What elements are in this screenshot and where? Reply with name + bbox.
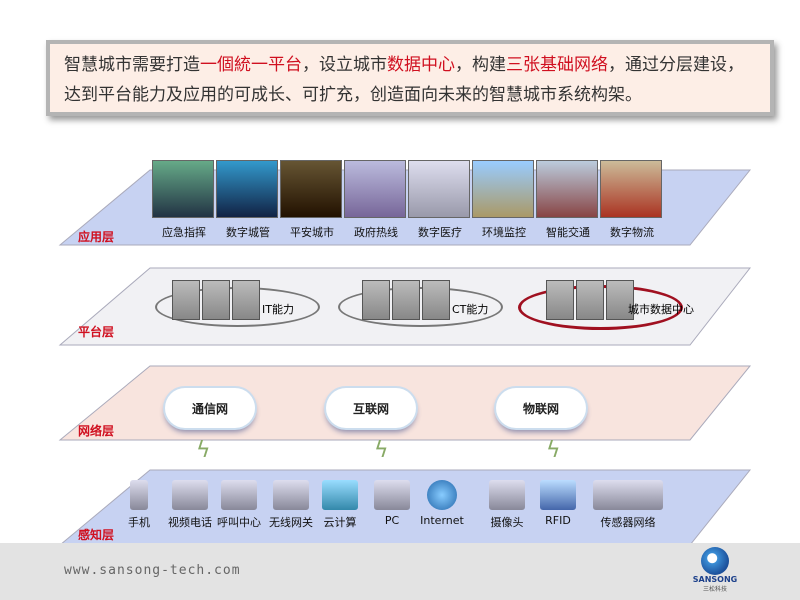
environment-photo [472, 160, 534, 218]
lightning-icon: ϟ [546, 438, 561, 463]
server-icon [362, 280, 452, 324]
application-items: 应急指挥 数字城管 平安城市 政府热线 数字医疗 环境监控 智能交通 数字物流 [152, 160, 664, 240]
intro-text: 智慧城市需要打造 [64, 55, 200, 75]
logistics-photo [600, 160, 662, 218]
device-label: 摄像头 [490, 516, 524, 529]
device-item[interactable]: RFID [526, 480, 590, 527]
app-item-label: 平安城市 [290, 226, 334, 239]
sansong-logo: SANSONG 三松科技 [690, 547, 740, 593]
app-item[interactable]: 数字医疗 [408, 160, 472, 240]
perception-layer-label: 感知层 [78, 528, 115, 542]
server-icon [546, 280, 636, 324]
app-item-label: 数字城管 [226, 226, 270, 239]
wireless-gateway-icon [273, 480, 309, 510]
video-phone-icon [172, 480, 208, 510]
device-label: 传感器网络 [600, 516, 656, 529]
medical-photo [408, 160, 470, 218]
ct-capability-label[interactable]: CT能力 [452, 303, 489, 316]
device-label: RFID [545, 514, 571, 527]
app-item[interactable]: 智能交通 [536, 160, 600, 240]
footer-bar [0, 543, 800, 600]
ct-capability-ring [338, 287, 503, 327]
highlight-unified-platform: 一個統一平台 [200, 55, 302, 75]
it-capability-label[interactable]: IT能力 [262, 303, 294, 316]
app-item[interactable]: 应急指挥 [152, 160, 216, 240]
logo-text: SANSONG [692, 575, 738, 584]
lightning-icon: ϟ [196, 438, 211, 463]
application-layer-label: 应用层 [78, 230, 115, 244]
platform-layer-label: 平台层 [78, 325, 115, 339]
camera-icon [489, 480, 525, 510]
highlight-three-networks: 三张基础网络 [506, 55, 608, 75]
intro-banner: 智慧城市需要打造一個統一平台，设立城市数据中心，构建三张基础网络，通过分层建设，… [46, 40, 774, 116]
rfid-icon [540, 480, 576, 510]
device-label: 无线网关 [269, 516, 313, 529]
safe-city-photo [280, 160, 342, 218]
app-item-label: 数字医疗 [418, 226, 462, 239]
app-item[interactable]: 数字城管 [216, 160, 280, 240]
network-layer-label: 网络层 [78, 424, 115, 438]
phone-icon [130, 480, 148, 510]
device-item[interactable]: 传感器网络 [590, 480, 666, 530]
cloud-iot[interactable]: 物联网 [496, 388, 586, 428]
device-label: 呼叫中心 [217, 516, 261, 529]
app-item-label: 应急指挥 [162, 226, 206, 239]
device-item[interactable]: 无线网关 [262, 480, 320, 530]
app-item[interactable]: 环境监控 [472, 160, 536, 240]
globe-icon [427, 480, 457, 510]
device-item[interactable]: 视频电话 [158, 480, 222, 530]
data-center-label[interactable]: 城市数据中心 [628, 303, 694, 316]
app-item-label: 数字物流 [610, 226, 654, 239]
intro-text: ，构建 [455, 55, 506, 75]
cloud-internet[interactable]: 互联网 [326, 388, 416, 428]
device-label: Internet [420, 514, 464, 527]
app-item[interactable]: 政府热线 [344, 160, 408, 240]
device-item[interactable]: 手机 [115, 480, 163, 530]
logo-icon [701, 547, 729, 575]
highlight-data-center: 数据中心 [387, 55, 455, 75]
website-url[interactable]: www.sansong-tech.com [64, 563, 241, 578]
traffic-photo [536, 160, 598, 218]
device-label: 手机 [128, 516, 150, 529]
intro-text: ，设立城市 [302, 55, 387, 75]
call-center-icon [221, 480, 257, 510]
cloud-computing-icon [322, 480, 358, 510]
logo-subtext: 三松科技 [702, 586, 727, 593]
app-item-label: 政府热线 [354, 226, 398, 239]
app-item[interactable]: 数字物流 [600, 160, 664, 240]
server-icon [172, 280, 262, 324]
device-item[interactable]: Internet [410, 480, 474, 527]
device-item[interactable]: 云计算 [308, 480, 372, 530]
lightning-icon: ϟ [374, 438, 389, 463]
command-photo [152, 160, 214, 218]
intro-text: ，通过分层建设，达到平台能力及应用的可成长、可扩充，创造面向未来的智慧城市系统构… [64, 55, 744, 105]
app-item-label: 智能交通 [546, 226, 590, 239]
app-item-label: 环境监控 [482, 226, 526, 239]
pc-icon [374, 480, 410, 510]
device-label: PC [384, 514, 400, 527]
device-label: 视频电话 [168, 516, 212, 529]
hotline-photo [344, 160, 406, 218]
city-management-photo [216, 160, 278, 218]
device-item[interactable]: 摄像头 [475, 480, 539, 530]
sensor-network-icon [593, 480, 663, 510]
cloud-telecom-network[interactable]: 通信网 [165, 388, 255, 428]
device-item[interactable]: 呼叫中心 [210, 480, 268, 530]
device-label: 云计算 [323, 516, 357, 529]
device-item[interactable]: PC [360, 480, 424, 527]
app-item[interactable]: 平安城市 [280, 160, 344, 240]
